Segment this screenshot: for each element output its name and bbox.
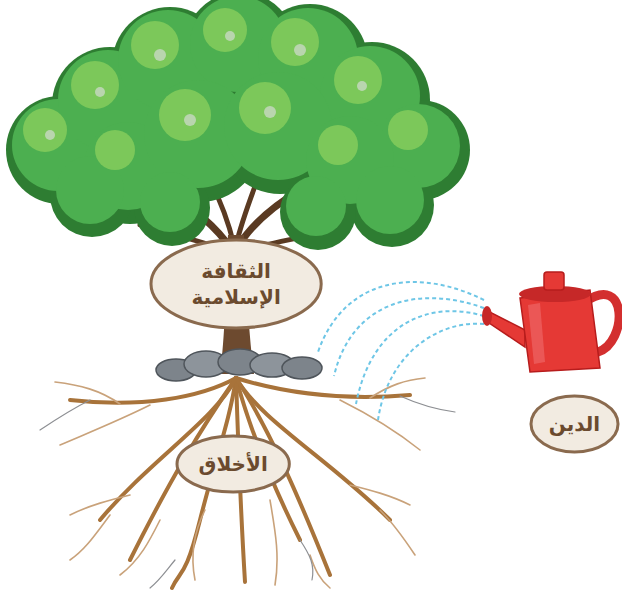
watering-can: [482, 272, 619, 372]
tree-roots: [40, 378, 455, 588]
oval-label: الدين: [529, 394, 620, 454]
oval-outline: [531, 396, 618, 452]
oval-label: الثقافة الإسلامية: [149, 238, 323, 330]
oval-text: الأخلاق: [199, 451, 268, 477]
oval-text: الدين: [549, 411, 600, 437]
oval-text: الثقافة الإسلامية: [181, 258, 291, 310]
tree-canopy: [6, 0, 470, 250]
oval-outline: [177, 436, 289, 492]
water-stream: [318, 282, 484, 420]
oval-outline: [151, 240, 321, 328]
oval-label: الأخلاق: [175, 434, 291, 494]
oval-shape: [149, 238, 323, 330]
rocks: [156, 349, 322, 381]
